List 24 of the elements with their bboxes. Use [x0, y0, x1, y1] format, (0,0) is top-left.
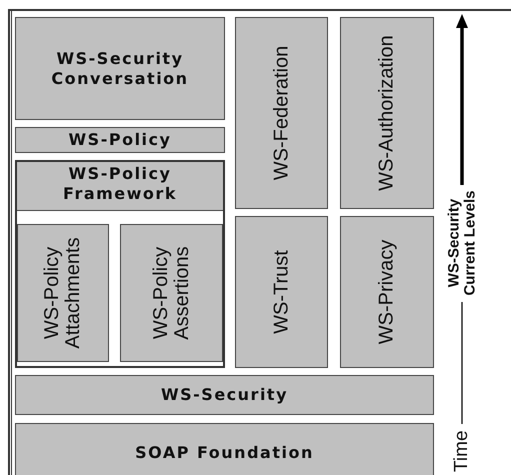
axis-label: Time [452, 432, 472, 472]
framework-group-box [15, 160, 225, 368]
spec-label: WS-Authorization [376, 34, 398, 193]
layer-label: WS-Policy [68, 130, 172, 150]
axis-label: WS-Security Current Levels [446, 189, 478, 298]
spec-label: WS-Federation [271, 44, 292, 182]
layer-box [15, 17, 225, 120]
layer-box [15, 127, 225, 153]
spec-box [340, 17, 434, 209]
layer-box [15, 375, 434, 415]
spec-label: WS-Policy Assertions [150, 245, 192, 342]
spec-box [340, 216, 434, 368]
framework-title: WS-Policy Framework [62, 163, 178, 204]
spec-box [17, 224, 109, 362]
spec-label: WS-Privacy [376, 238, 398, 346]
spec-box [235, 216, 328, 368]
layer-label: WS-Security Conversation [50, 48, 190, 88]
spec-label: WS-Policy Attachments [42, 236, 84, 351]
layer-label: SOAP Foundation [134, 443, 315, 463]
spec-label: WS-Trust [271, 249, 292, 336]
spec-box [235, 17, 328, 209]
layer-box [15, 423, 434, 475]
layer-label: WS-Security [160, 385, 289, 405]
spec-box [120, 224, 223, 362]
